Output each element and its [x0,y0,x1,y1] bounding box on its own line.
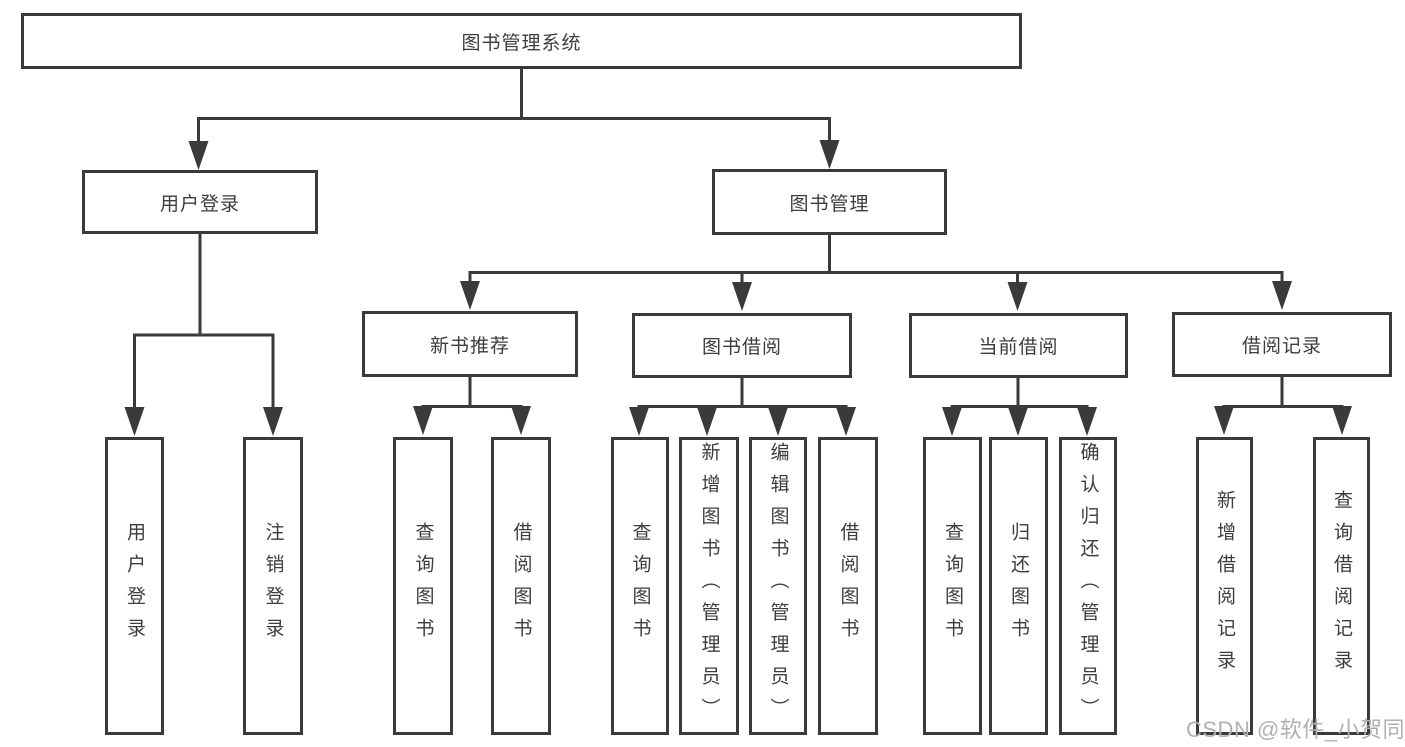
node-book-management: 图书管理 [712,169,947,235]
arrow-down-icon [942,407,962,436]
node-query-borrow-record: 查询借阅记录 [1313,437,1370,735]
arrow-down-icon [1077,407,1097,436]
node-add-borrow-record: 新增借阅记录 [1196,437,1253,735]
csdn-watermark: CSDN @软件_小贺同学 [1186,717,1405,742]
arrow-down-icon [263,407,283,436]
leaf-label: 借阅图书 [837,522,859,650]
arrow-down-icon [124,407,145,436]
node-user-login-label: 用户登录 [159,193,240,215]
node-borrow-books-recommend: 借阅图书 [491,437,551,735]
arrow-down-icon [1272,281,1292,310]
arrow-down-icon [1007,282,1028,311]
arrow-down-icon [1214,406,1234,435]
node-borrow-records: 借阅记录 [1172,312,1392,377]
leaf-label: 借阅图书 [510,522,532,650]
leaf-label: 注销登录 [262,522,284,650]
arrowheads [124,140,1352,436]
node-query-books-recommend: 查询图书 [393,437,453,735]
arrow-down-icon [836,407,856,436]
node-user-login: 用户登录 [82,170,318,234]
leaf-label: 归还图书 [1008,522,1029,650]
node-book-management-label: 图书管理 [789,193,870,215]
edge-main-lines [133,68,1344,408]
leaf-label: 查询借阅记录 [1331,490,1352,682]
arrow-down-icon [732,282,752,311]
node-current-borrow-label: 当前借阅 [978,337,1059,358]
arrow-down-icon [697,407,717,436]
node-new-book-recommend: 新书推荐 [362,311,578,377]
node-query-books-current: 查询图书 [923,437,982,735]
leaf-label: 用户登录 [124,522,145,650]
node-library-system: 图书管理系统 [21,13,1022,69]
leaf-label: 新增借阅记录 [1214,490,1235,682]
leaf-label: 查询图书 [629,522,651,650]
leaf-label: 查询图书 [942,522,963,650]
leaf-label: 新增图书（管理员） [698,442,720,730]
node-edit-books-admin: 编辑图书（管理员） [749,437,807,735]
leaf-label: 编辑图书（管理员） [767,442,789,730]
arrow-down-icon [413,406,433,435]
arrow-down-icon [511,406,531,435]
node-borrow-books-action: 借阅图书 [818,437,878,735]
leaf-label: 查询图书 [412,522,434,650]
node-add-books-admin: 新增图书（管理员） [679,437,739,735]
node-user-login-action: 用户登录 [105,437,164,735]
node-book-borrow-label: 图书借阅 [701,337,782,358]
node-return-books: 归还图书 [989,437,1048,735]
node-confirm-return-admin: 确认归还（管理员） [1059,437,1117,735]
node-current-borrow: 当前借阅 [909,313,1128,378]
arrow-down-icon [188,141,209,170]
node-new-book-recommend-label: 新书推荐 [429,335,510,357]
node-book-borrow: 图书借阅 [632,313,852,378]
arrow-down-icon [768,407,788,436]
node-logout-action: 注销登录 [243,437,303,735]
arrow-down-icon [1332,406,1352,435]
arrow-down-icon [460,281,480,310]
arrow-down-icon [629,407,649,436]
node-query-books-borrow: 查询图书 [611,437,669,735]
leaf-label: 确认归还（管理员） [1077,442,1099,730]
arrow-down-icon [819,140,840,169]
node-borrow-records-label: 借阅记录 [1241,336,1322,357]
arrow-down-icon [1008,407,1028,436]
node-library-system-label: 图书管理系统 [461,32,582,54]
